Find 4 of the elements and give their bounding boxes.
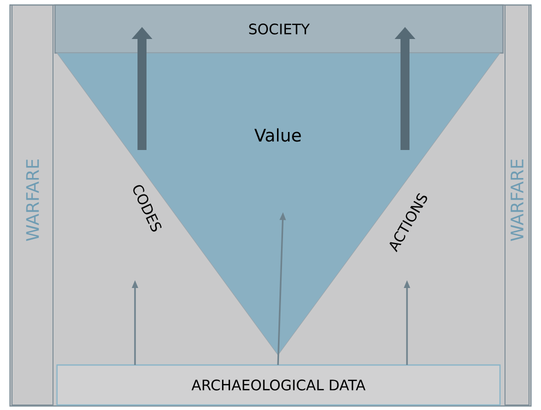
warfare-column: WARFARE [504,4,530,406]
society-band: SOCIETY [54,4,504,54]
warfare-column: WARFARE [12,4,54,406]
data-box: ARCHAEOLOGICAL DATA [56,364,501,406]
